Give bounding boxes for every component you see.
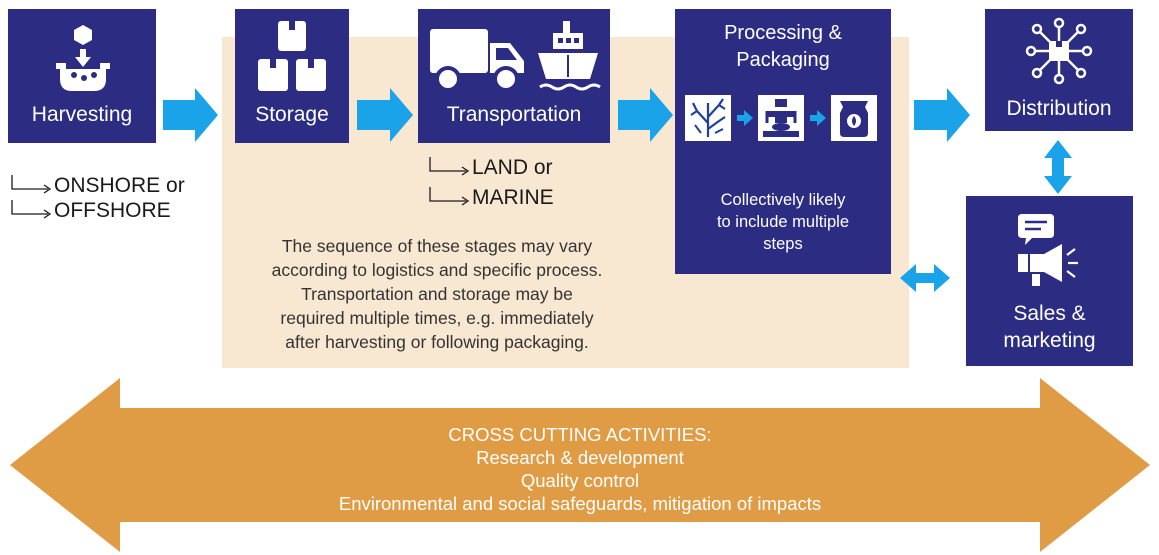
cross-cutting-text: CROSS CUTTING ACTIVITIES: Research & dev…	[120, 423, 1040, 515]
arrow-processing-to-distribution	[914, 88, 970, 142]
cross-cutting-item: Research & development	[476, 447, 684, 468]
megaphone-icon	[1018, 214, 1078, 286]
transport-option-land: LAND or	[428, 155, 628, 180]
processing-box: Processing & Packaging Col	[675, 9, 891, 274]
sequence-note: The sequence of these stages may vary ac…	[271, 236, 603, 352]
processing-label-line1: Processing &	[724, 22, 842, 44]
processing-label-line2: Packaging	[736, 49, 830, 71]
stacked-boxes-icon	[258, 21, 326, 91]
truck-and-ship-icon	[430, 21, 601, 92]
transportation-label: Transportation	[446, 103, 582, 126]
storage-label: Storage	[255, 103, 329, 126]
transportation-box: Transportation	[418, 9, 610, 143]
hook-arrow-icon	[429, 157, 470, 176]
sales-label-line2: marketing	[1003, 329, 1096, 352]
transport-option-marine: MARINE	[428, 185, 628, 210]
sales-box: Sales & marketing	[966, 196, 1133, 366]
cross-cutting-title: CROSS CUTTING ACTIVITIES:	[448, 424, 712, 445]
cross-cutting-item: Quality control	[520, 470, 640, 491]
distribution-label: Distribution	[1006, 97, 1112, 120]
sales-label-line1: Sales &	[1013, 302, 1086, 325]
seaweed-icon	[685, 95, 731, 141]
processing-machine-icon	[758, 95, 804, 141]
distribution-box: Distribution	[985, 9, 1133, 131]
hook-arrow-icon	[429, 187, 470, 206]
arrow-transport-to-processing	[618, 88, 673, 142]
harvesting-option-offshore: OFFSHORE	[10, 198, 210, 223]
arrow-storage-to-transport	[357, 88, 413, 142]
processing-steps	[685, 95, 877, 141]
hook-arrow-icon	[11, 200, 52, 219]
arrow-distribution-sales	[1044, 140, 1072, 194]
package-bag-icon	[831, 95, 877, 141]
processing-note: Collectively likely to include multiple …	[716, 191, 850, 253]
transport-options: LAND or MARINE	[428, 155, 628, 210]
distribution-network-icon	[1025, 17, 1093, 85]
storage-box: Storage	[235, 9, 349, 143]
cross-cutting-item: Environmental and social safeguards, mit…	[338, 493, 822, 514]
harvesting-label: Harvesting	[31, 103, 133, 126]
harvesting-option-onshore: ONSHORE or	[10, 173, 210, 198]
hook-arrow-icon	[11, 175, 52, 194]
arrow-harvest-to-storage	[163, 88, 218, 142]
harvesting-box: Harvesting	[8, 9, 156, 143]
harvesting-options: ONSHORE or OFFSHORE	[10, 173, 210, 223]
harvest-bowl-icon	[56, 25, 110, 91]
arrow-processing-sales	[900, 264, 950, 292]
